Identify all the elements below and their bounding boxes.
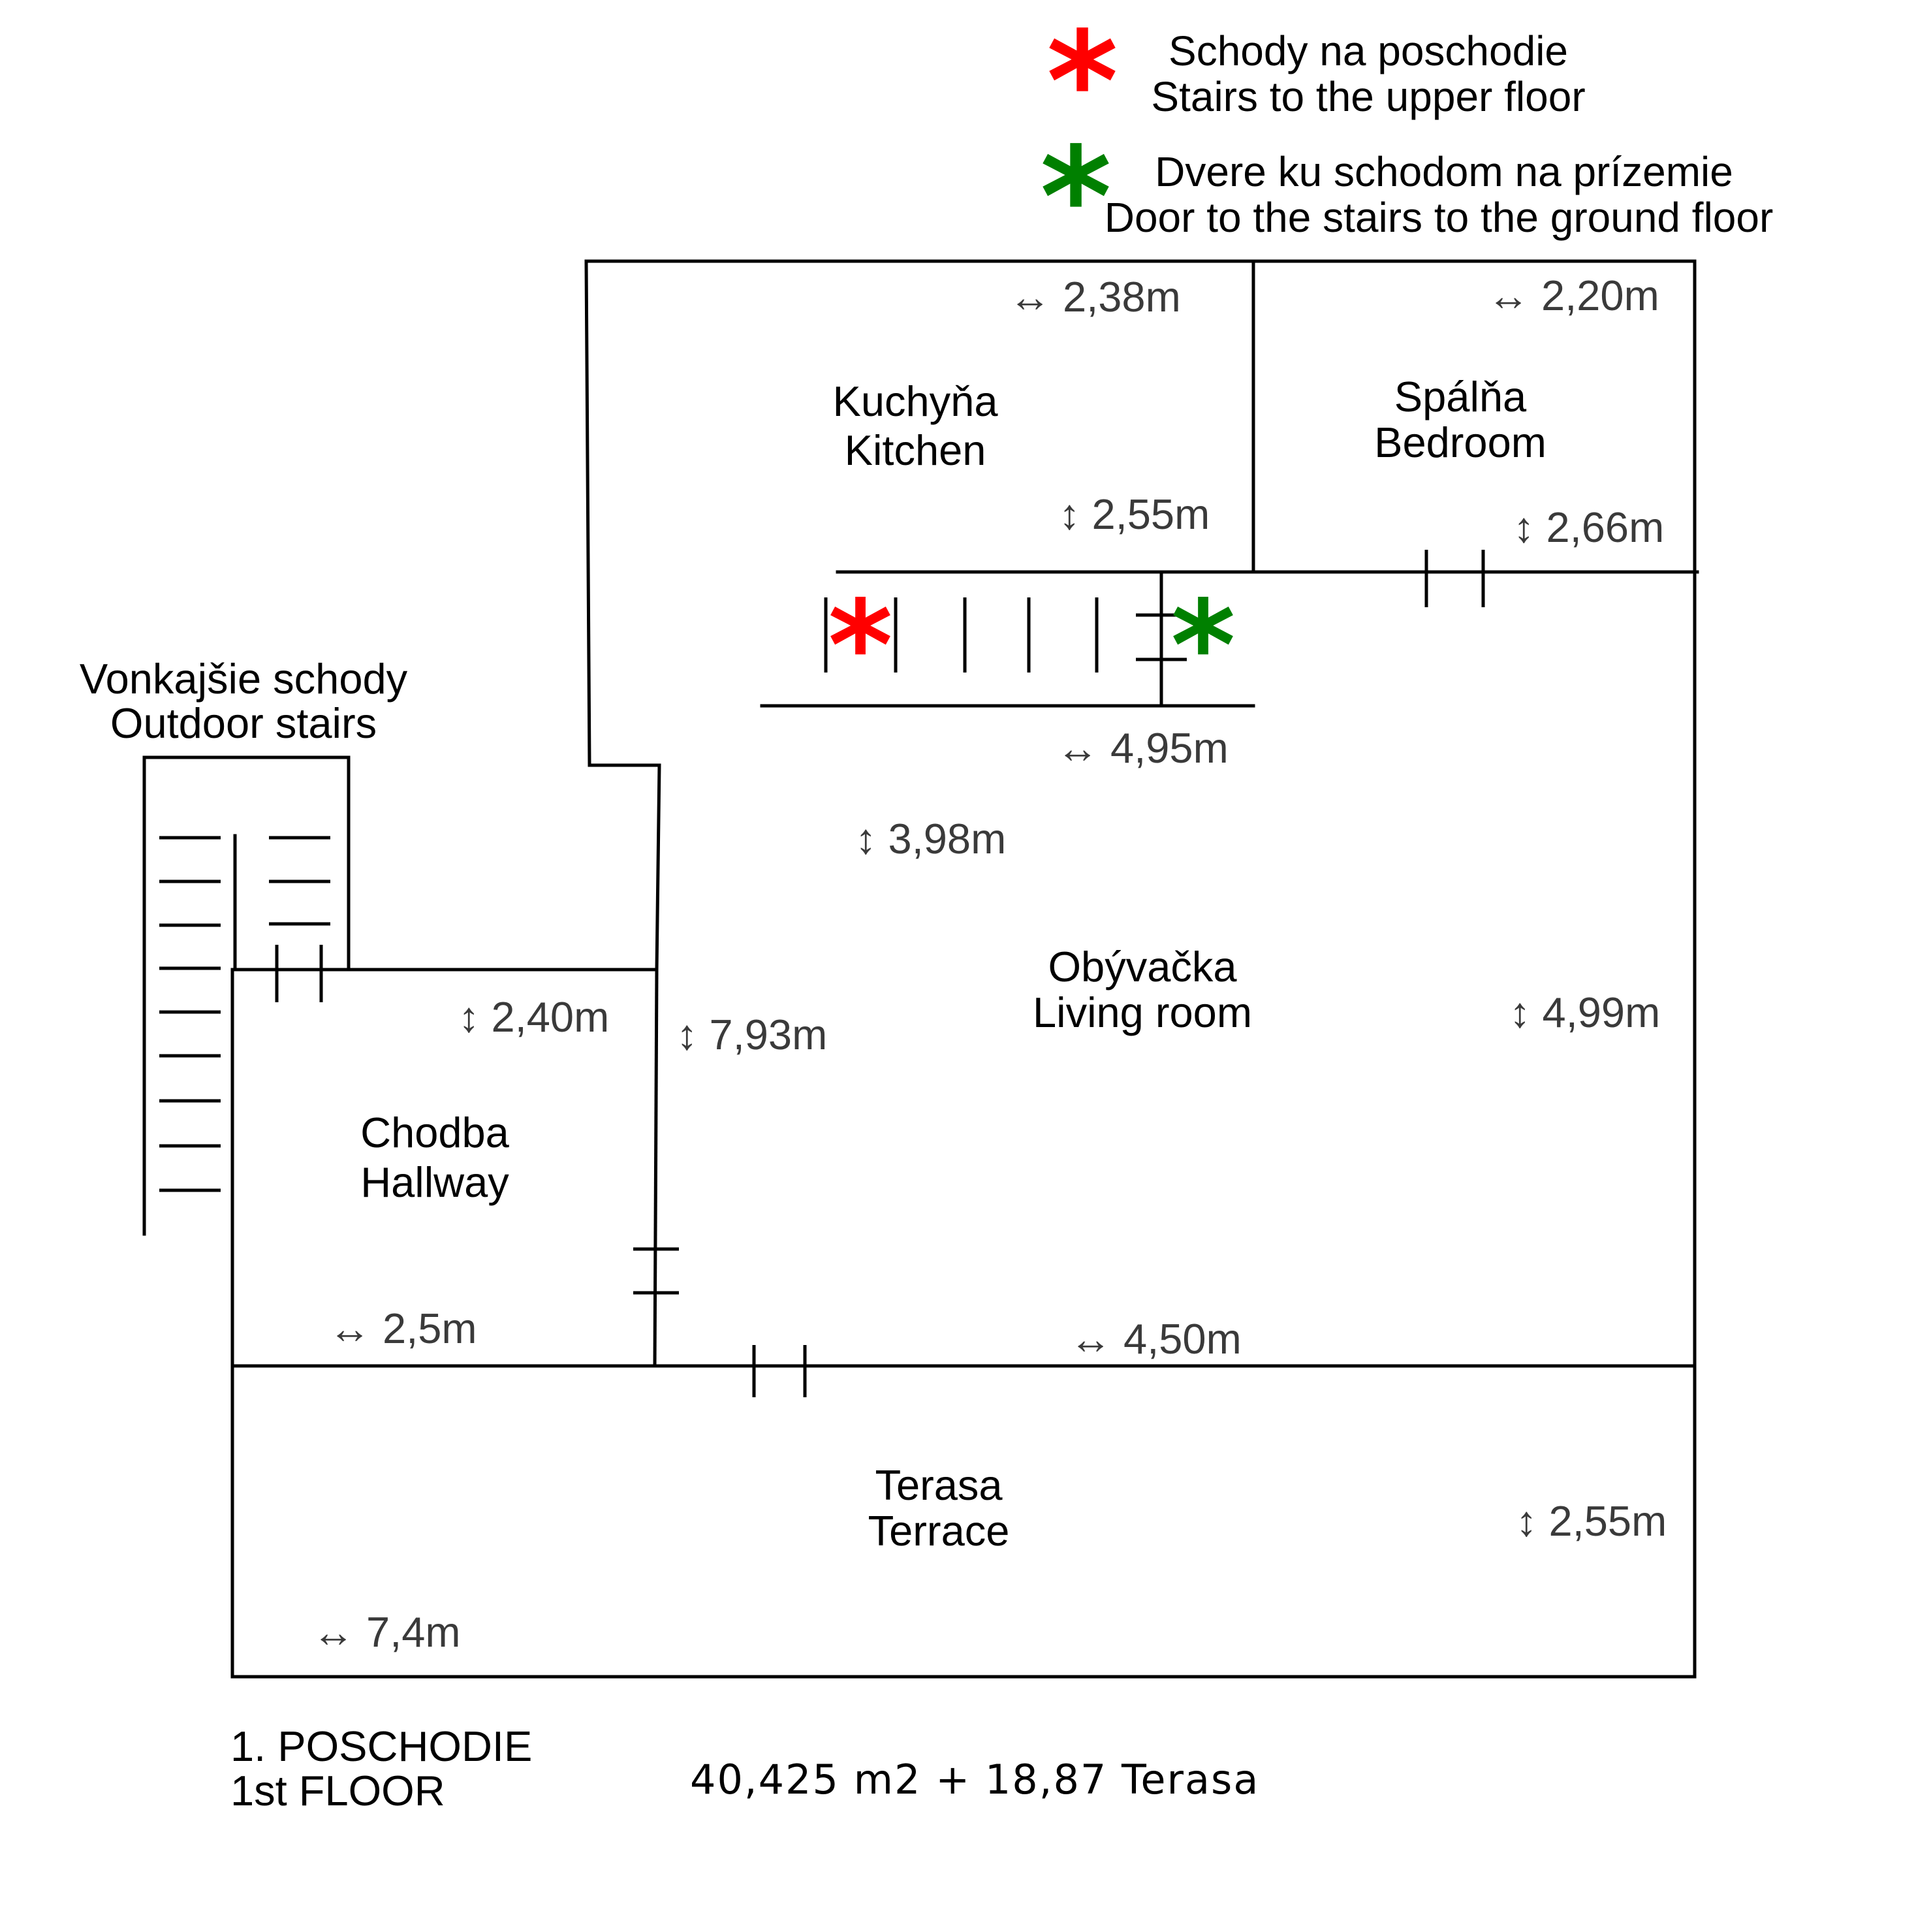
terrace-label-en: Terrace bbox=[868, 1507, 1010, 1555]
living-label-sk: Obývačka bbox=[1048, 943, 1237, 990]
floor-label-sk: 1. POSCHODIE bbox=[230, 1722, 532, 1770]
room-labels: Kuchyňa Kitchen Spálňa Bedroom Obývačka … bbox=[80, 373, 1546, 1555]
hallway-label-en: Hallway bbox=[360, 1158, 509, 1206]
doors bbox=[275, 550, 1485, 1397]
dim-living-height-3: ↕ 4,99m bbox=[1509, 989, 1660, 1036]
door-outdoor-hallway bbox=[275, 945, 323, 1002]
dim-terrace-height: ↕ 2,55m bbox=[1516, 1497, 1667, 1545]
door-ground-stairs bbox=[1136, 572, 1187, 706]
legend-ground-en: Door to the stairs to the ground floor bbox=[1105, 194, 1774, 241]
dim-bedroom-height: ↕ 2,66m bbox=[1513, 503, 1664, 551]
door-bedroom bbox=[1424, 550, 1485, 607]
floor-label-en: 1st FLOOR bbox=[230, 1767, 445, 1814]
outdoor-stairs bbox=[159, 836, 330, 1192]
bedroom-label-en: Bedroom bbox=[1374, 419, 1546, 466]
legend-upper-sk: Schody na poschodie bbox=[1169, 27, 1568, 74]
hallway-label-sk: Chodba bbox=[360, 1109, 510, 1156]
legend-red-star-icon: * bbox=[1046, 2, 1118, 162]
indoor-stairs bbox=[824, 597, 1099, 673]
dim-bedroom-width: ↔ 2,20m bbox=[1487, 272, 1659, 319]
ground-door-marker-icon: * bbox=[1170, 574, 1235, 718]
legend-upper-en: Stairs to the upper floor bbox=[1151, 73, 1585, 120]
door-living-terrace bbox=[752, 1345, 807, 1397]
dim-living-height-1: ↕ 3,98m bbox=[855, 815, 1006, 863]
upper-stairs-marker-icon: * bbox=[828, 574, 892, 718]
outdoor-stairs-label-en: Outdoor stairs bbox=[110, 699, 377, 747]
kitchen-label-sk: Kuchyňa bbox=[833, 377, 999, 425]
legend: * Schody na poschodie Stairs to the uppe… bbox=[1040, 2, 1773, 277]
dim-living-width: ↔ 4,50m bbox=[1069, 1315, 1242, 1363]
bedroom-label-sk: Spálňa bbox=[1394, 373, 1527, 420]
outdoor-stair-wall bbox=[142, 755, 351, 1236]
dim-hallway-height: ↕ 2,40m bbox=[458, 993, 609, 1041]
footer: 1. POSCHODIE 1st FLOOR 40,425 m2 + 18,87… bbox=[230, 1722, 1259, 1814]
dim-kitchen-height: ↕ 2,55m bbox=[1059, 490, 1210, 538]
dim-kitchen-width: ↔ 2,38m bbox=[1009, 273, 1181, 321]
dimension-labels: ↔ 2,38m ↕ 2,55m ↔ 2,20m ↕ 2,66m ↔ 4,95m … bbox=[312, 272, 1667, 1656]
kitchen-label-en: Kitchen bbox=[845, 426, 986, 474]
outer-wall bbox=[230, 259, 1697, 1679]
door-hallway-living bbox=[633, 1247, 679, 1295]
total-area: 40,425 m2 + 18,87 Terasa bbox=[690, 1756, 1259, 1803]
living-label-en: Living room bbox=[1033, 989, 1252, 1036]
terrace-label-sk: Terasa bbox=[875, 1461, 1003, 1509]
dim-hallway-width: ↔ 2,5m bbox=[328, 1305, 477, 1352]
outdoor-stairs-label-sk: Vonkajšie schody bbox=[80, 655, 408, 703]
legend-green-star-icon: * bbox=[1040, 118, 1112, 277]
dim-living-height-2: ↕ 7,93m bbox=[676, 1011, 827, 1058]
hallway-living-wall bbox=[653, 968, 659, 1368]
legend-ground-sk: Dvere ku schodom na prízemie bbox=[1155, 148, 1733, 195]
walls bbox=[142, 259, 1699, 1679]
dim-stair-width: ↔ 4,95m bbox=[1056, 724, 1229, 772]
dim-terrace-width: ↔ 7,4m bbox=[312, 1608, 461, 1656]
